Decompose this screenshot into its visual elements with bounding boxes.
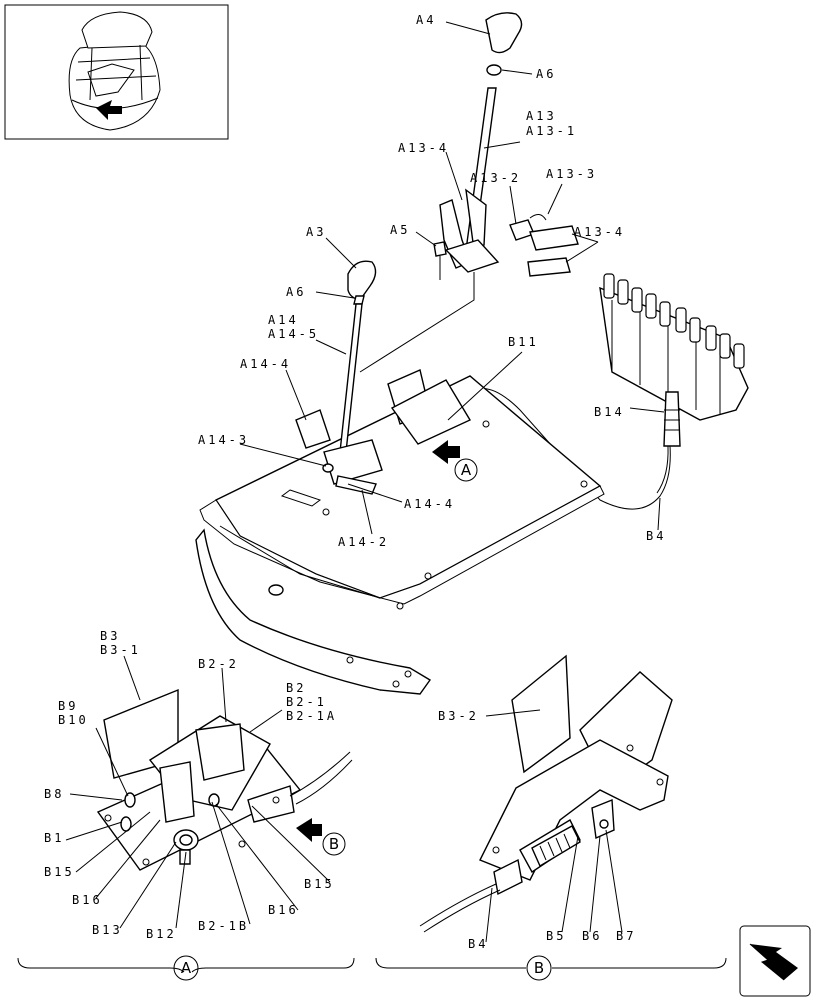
label-b3-1: B3-1	[100, 643, 141, 657]
callout-a-circle	[454, 458, 478, 482]
label-b16-right: B16	[268, 903, 299, 917]
label-a6-left: A6	[286, 285, 306, 299]
label-a14-4-bottom: A14-4	[404, 497, 455, 511]
plate-a13-4-right	[529, 225, 579, 251]
left-lever-assembly	[295, 260, 383, 495]
label-b14: B14	[594, 405, 625, 419]
bolt-a5	[433, 241, 447, 257]
detail-b	[419, 654, 673, 933]
label-a13: A13	[526, 109, 557, 123]
label-a3: A3	[306, 225, 326, 239]
label-b2-1: B2-1	[286, 695, 327, 709]
label-a5: A5	[390, 223, 410, 237]
fitting-b14	[663, 391, 681, 447]
callout-a-label: A	[461, 461, 472, 479]
next-page-arrow-icon[interactable]	[739, 925, 811, 997]
label-b16-left: B16	[72, 893, 103, 907]
label-a14-2: A14-2	[338, 535, 389, 549]
right-lever-assembly	[359, 12, 579, 373]
section-b-label: B	[534, 959, 544, 977]
part-labels: A4 A6 A13 A13-1 A13-4 A13-2 A13-3 A5 A13…	[44, 13, 666, 951]
label-b7: B7	[616, 929, 636, 943]
lever-knob-a3	[347, 260, 377, 301]
label-b5: B5	[546, 929, 566, 943]
label-b2-2: B2-2	[198, 657, 239, 671]
label-a13-4-top: A13-4	[398, 141, 449, 155]
label-a14-3: A14-3	[198, 433, 249, 447]
leader-lines	[65, 21, 665, 943]
label-a13-2: A13-2	[470, 171, 521, 185]
label-a14: A14	[268, 313, 299, 327]
label-b13: B13	[92, 923, 123, 937]
label-a13-3: A13-3	[546, 167, 597, 181]
view-arrow-b-icon	[296, 818, 322, 842]
label-b2-1a: B2-1A	[286, 709, 337, 723]
label-b1: B1	[44, 831, 64, 845]
callout-b-label: B	[329, 835, 339, 853]
section-a-label: A	[181, 959, 192, 977]
view-arrow-icon	[432, 440, 460, 464]
bracket-a13-2	[509, 219, 535, 241]
label-b12: B12	[146, 927, 177, 941]
callout-b-circle	[322, 832, 346, 856]
label-a4: A4	[416, 13, 436, 27]
label-b11: B11	[508, 335, 539, 349]
label-a13-1: A13-1	[526, 124, 577, 138]
label-a13-4-right: A13-4	[574, 225, 625, 239]
label-a6-top: A6	[536, 67, 556, 81]
label-b9: B9	[58, 699, 78, 713]
label-b4-top: B4	[646, 529, 666, 543]
label-b3: B3	[100, 629, 120, 643]
label-b2-1b: B2-1B	[198, 919, 249, 933]
clip-a13-3	[529, 214, 547, 221]
section-b-brace	[375, 957, 727, 969]
label-b10: B10	[58, 713, 89, 727]
label-b8: B8	[44, 787, 64, 801]
label-b15-right: B15	[304, 877, 335, 891]
control-valve-block	[599, 273, 749, 447]
label-b3-2: B3-2	[438, 709, 479, 723]
section-a-brace	[17, 957, 355, 973]
label-b15-left: B15	[44, 865, 75, 879]
lever-knob-a4	[485, 12, 523, 54]
pedal-a14-4	[295, 409, 331, 449]
nut-a6	[486, 64, 502, 76]
section-a-circle	[173, 955, 199, 981]
label-b2: B2	[286, 681, 306, 695]
label-a14-4-top: A14-4	[240, 357, 291, 371]
label-b4-bottom: B4	[468, 937, 488, 951]
section-b-circle	[526, 955, 552, 981]
location-thumbnail	[4, 4, 229, 140]
label-b6: B6	[582, 929, 602, 943]
label-a14-5: A14-5	[268, 327, 319, 341]
detail-a	[96, 688, 353, 871]
cable-b4	[471, 388, 671, 510]
floor-plate	[195, 369, 605, 695]
